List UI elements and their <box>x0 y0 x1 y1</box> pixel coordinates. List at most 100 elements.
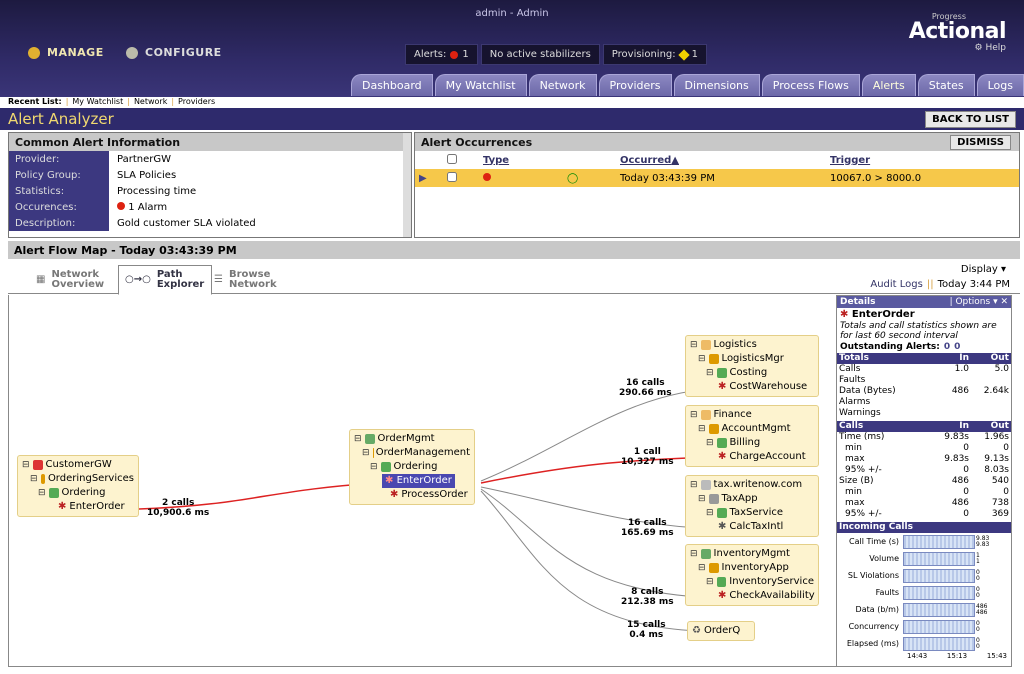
operation-icon: ✱ <box>385 475 394 486</box>
spark-chart[interactable] <box>903 585 975 600</box>
edge-om-inv <box>480 488 724 599</box>
display-dropdown[interactable]: Display ▾ <box>960 264 1006 275</box>
out-header: Out <box>990 421 1009 431</box>
stat-cell: 486 <box>951 476 969 486</box>
view-path-explorer[interactable]: ○→○Path Explorer <box>118 265 212 295</box>
recent-item-watchlist[interactable]: My Watchlist <box>72 97 124 106</box>
spark-chart[interactable] <box>903 619 975 634</box>
spark-chart[interactable] <box>903 602 975 617</box>
tab-network[interactable]: Network <box>528 74 597 96</box>
stabilizers-status[interactable]: No active stabilizers <box>480 44 600 65</box>
occurred-value: Today 03:43:39 PM <box>620 172 715 184</box>
help-link[interactable]: ⚙ Help <box>974 43 1006 53</box>
external-icon <box>700 480 711 490</box>
node-customergw[interactable]: ⊟CustomerGW ⊟OrderingServices ⊟Ordering … <box>17 455 139 517</box>
manage-button[interactable]: MANAGE <box>28 46 104 59</box>
recent-label: Recent List: <box>8 97 62 106</box>
type-column-header[interactable]: Type <box>483 154 510 166</box>
path-explorer-label: Path Explorer <box>156 269 205 290</box>
close-icon[interactable]: ✕ <box>1000 297 1008 307</box>
node-tax[interactable]: ⊟tax.writenow.com ⊟TaxApp ⊟TaxService ✱C… <box>685 475 819 537</box>
node-finance[interactable]: ⊟Finance ⊟AccountMgmt ⊟Billing ✱ChargeAc… <box>685 405 819 467</box>
page-title-bar: Alert Analyzer BACK TO LIST <box>0 108 1024 130</box>
audit-logs-link[interactable]: Audit Logs <box>870 279 923 290</box>
spark-chart[interactable] <box>903 568 975 583</box>
tab-alerts[interactable]: Alerts <box>861 74 916 96</box>
spark-label: SL Violations <box>847 571 899 580</box>
occurred-column-header[interactable]: Occurred▲ <box>620 154 679 166</box>
app-icon <box>708 494 719 504</box>
details-options[interactable]: | Options ▾ ✕ <box>949 297 1008 307</box>
tab-logs[interactable]: Logs <box>976 74 1024 96</box>
node-orderq[interactable]: ♻OrderQ <box>687 621 755 641</box>
stat-cell: 486 <box>951 498 969 508</box>
manage-dot-icon <box>28 46 40 59</box>
policy-group-label: Policy Group: <box>9 167 109 183</box>
totals-header: Totals <box>839 353 869 363</box>
tab-dimensions[interactable]: Dimensions <box>673 74 760 96</box>
stat-cell: Faults <box>839 375 866 385</box>
node-inventory[interactable]: ⊟InventoryMgmt ⊟InventoryApp ⊟InventoryS… <box>685 544 819 606</box>
node-label: AccountMgmt <box>721 423 791 434</box>
spark-label: Concurrency <box>848 622 899 631</box>
provisioning-status[interactable]: Provisioning:1 <box>602 44 707 65</box>
stat-cell: 8.03s <box>984 465 1009 475</box>
logo-text: Actional <box>908 19 1007 44</box>
tab-my-watchlist[interactable]: My Watchlist <box>434 74 527 96</box>
view-browse-network[interactable]: ☰Browse Network <box>208 265 283 295</box>
spark-chart[interactable] <box>903 636 975 651</box>
provisioning-count: 1 <box>691 49 698 60</box>
node-label: InventoryMgmt <box>713 548 790 559</box>
edge-time: 0.4 ms <box>629 630 664 640</box>
spark-cur: 0 <box>976 625 980 633</box>
node-logistics[interactable]: ⊟Logistics ⊟LogisticsMgr ⊟Costing ✱CostW… <box>685 335 819 397</box>
node-label: ProcessOrder <box>401 489 468 500</box>
table-row[interactable]: ▶ ◯ Today 03:43:39 PM 10067.0 > 8000.0 <box>415 169 1019 187</box>
node-label: InventoryApp <box>721 562 789 573</box>
alerts-status[interactable]: Alerts:1 <box>405 44 478 65</box>
dismiss-button[interactable]: DISMISS <box>950 134 1011 150</box>
axis-end: 15:43 <box>986 652 1007 660</box>
edge-time: 10,900.6 ms <box>147 508 210 518</box>
common-alert-panel: Common Alert Information Provider:Partne… <box>8 132 412 238</box>
outstanding-warning-count[interactable]: 0 <box>954 342 960 352</box>
common-scrollbar[interactable] <box>403 133 411 237</box>
occurred-header-text: Occurred <box>620 154 672 166</box>
app-icon <box>40 474 45 484</box>
recent-item-network[interactable]: Network <box>133 97 168 106</box>
spark-chart[interactable] <box>903 534 975 549</box>
common-alert-title: Common Alert Information <box>9 133 411 151</box>
node-ordermgmt[interactable]: ⊟OrderMgmt ⊟OrderManagement ⊟Ordering ✱ … <box>349 429 475 505</box>
tab-providers[interactable]: Providers <box>598 74 672 96</box>
calls-header: Calls <box>839 421 864 431</box>
edge-calls: 8 calls <box>631 587 664 597</box>
spark-cur: 1 <box>976 557 980 565</box>
tab-process-flows[interactable]: Process Flows <box>761 74 860 96</box>
stat-cell: 9.83s <box>944 454 969 464</box>
spark-max: 0 <box>976 585 980 593</box>
tab-dashboard[interactable]: Dashboard <box>350 74 433 96</box>
row-checkbox[interactable] <box>447 171 457 182</box>
group-icon <box>364 434 375 444</box>
options-label: Options <box>955 297 991 307</box>
view-network-overview[interactable]: ▦Network Overview <box>30 265 107 295</box>
select-all-checkbox[interactable] <box>447 153 457 164</box>
spark-chart[interactable] <box>903 551 975 566</box>
stat-cell: 95% +/- <box>845 465 882 475</box>
provider-label: Provider: <box>9 151 109 167</box>
back-to-list-button[interactable]: BACK TO LIST <box>925 110 1016 128</box>
outstanding-alarm-count[interactable]: 0 <box>944 342 950 352</box>
configure-button[interactable]: CONFIGURE <box>126 46 222 59</box>
trigger-column-header[interactable]: Trigger <box>830 154 871 166</box>
selected-operation[interactable]: ✱ EnterOrder <box>382 474 455 488</box>
tab-states[interactable]: States <box>917 74 975 96</box>
stat-cell: max <box>845 498 865 508</box>
group-icon <box>700 340 711 350</box>
recent-item-providers[interactable]: Providers <box>178 97 216 106</box>
